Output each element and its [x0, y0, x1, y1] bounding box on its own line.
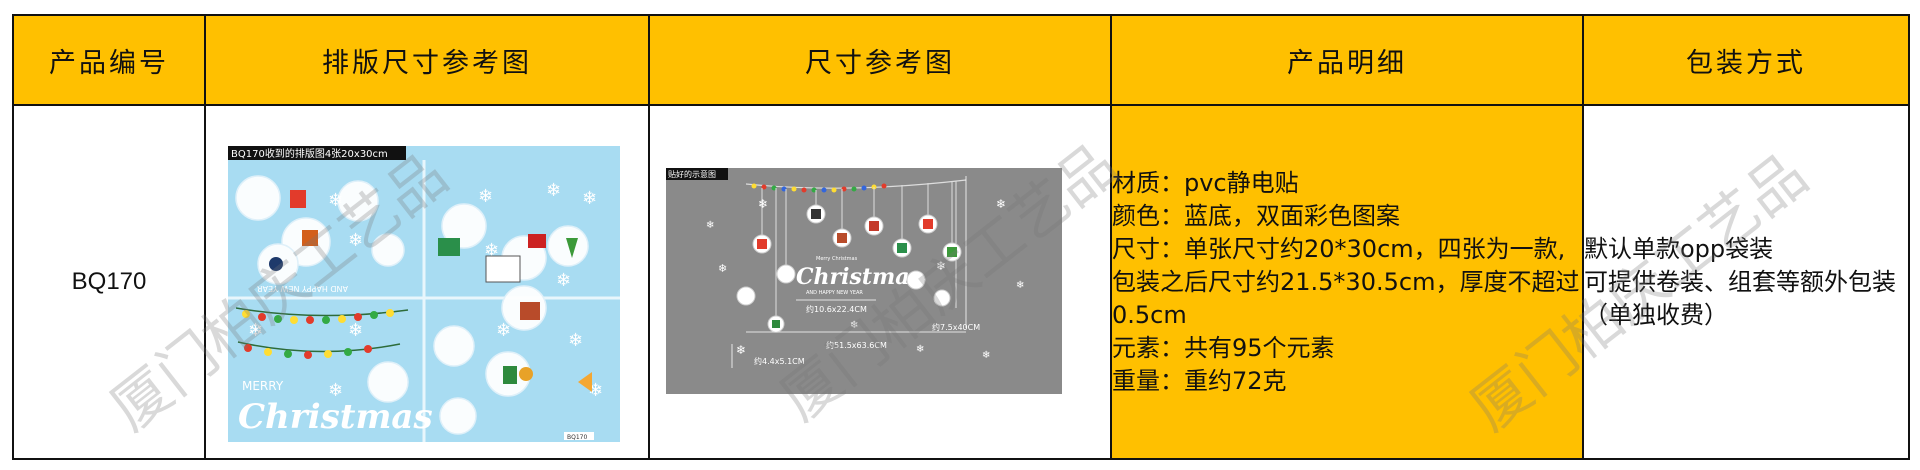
header-product-details: 产品明细 — [1110, 14, 1584, 106]
svg-text:❄: ❄ — [706, 220, 714, 231]
svg-text:❄: ❄ — [936, 259, 946, 273]
product-spec-sheet: 产品编号 排版尺寸参考图 尺寸参考图 产品明细 包装方式 BQ170 BQ170… — [12, 14, 1910, 460]
detail-weight: 重量：重约72克 — [1112, 366, 1287, 395]
layout-merry-text: MERRY — [242, 379, 284, 393]
svg-text:❄: ❄ — [982, 350, 990, 361]
size-image-cell: 贴好的示意图 — [648, 104, 1112, 460]
size-christmas-text: Christmas — [796, 264, 922, 290]
svg-text:❄: ❄ — [758, 197, 768, 211]
header-layout-image: 排版尺寸参考图 — [204, 14, 650, 106]
size-subtitle-text: AND HAPPY NEW YEAR — [806, 290, 863, 296]
svg-text:❄: ❄ — [496, 320, 511, 341]
detail-size: 尺寸：单张尺寸约20*30cm，四张为一款,包装之后尺寸约21.5*30.5cm… — [1112, 234, 1580, 329]
svg-text:❄: ❄ — [718, 262, 727, 275]
layout-caption: BQ170收到的排版图4张20x30cm — [231, 147, 388, 160]
header-size-image: 尺寸参考图 — [648, 14, 1112, 106]
detail-color: 颜色：蓝底，双面彩色图案 — [1112, 201, 1400, 230]
size-dim-3: 约51.5x63.6CM — [826, 340, 887, 350]
svg-text:❄: ❄ — [568, 330, 583, 351]
svg-text:❄: ❄ — [546, 180, 561, 201]
size-caption: 贴好的示意图 — [668, 169, 716, 179]
svg-text:❄: ❄ — [348, 320, 363, 341]
svg-text:❄: ❄ — [736, 343, 746, 357]
size-small-text: Merry Christmas — [816, 256, 858, 262]
header-product-code: 产品编号 — [12, 14, 206, 106]
header-row: 产品编号 排版尺寸参考图 尺寸参考图 产品明细 包装方式 — [12, 14, 1910, 106]
svg-text:❄: ❄ — [582, 188, 597, 209]
size-dim-4: 约4.4x5.1CM — [754, 356, 805, 366]
layout-tag-text: BQ170 — [567, 434, 587, 441]
layout-christmas-text: Christmas — [238, 397, 433, 437]
svg-text:❄: ❄ — [996, 197, 1006, 211]
packaging-options: 可提供卷装、组套等额外包装（单独收费） — [1584, 267, 1896, 329]
svg-text:❄: ❄ — [248, 320, 263, 341]
product-table: 产品编号 排版尺寸参考图 尺寸参考图 产品明细 包装方式 BQ170 BQ170… — [12, 14, 1910, 460]
svg-text:❄: ❄ — [1016, 280, 1024, 291]
svg-text:❄: ❄ — [478, 186, 493, 207]
svg-text:❄: ❄ — [328, 380, 343, 401]
size-dim-2: 约7.5x40CM — [932, 322, 980, 332]
detail-elements: 元素：共有95个元素 — [1112, 333, 1335, 362]
packaging-cell: 默认单款opp袋装 可提供卷装、组套等额外包装（单独收费） — [1582, 104, 1910, 460]
size-dim-1: 约10.6x22.4CM — [806, 304, 867, 314]
product-row: BQ170 BQ170收到的排版图4张20x30cm — [12, 104, 1910, 460]
detail-material: 材质：pvc静电贴 — [1112, 168, 1299, 197]
svg-text:❄: ❄ — [348, 230, 363, 251]
svg-text:❄: ❄ — [850, 320, 858, 331]
svg-text:❄: ❄ — [916, 344, 924, 355]
product-code: BQ170 — [12, 104, 206, 460]
svg-text:❄: ❄ — [328, 190, 343, 211]
layout-sheet-image: BQ170收到的排版图4张20x30cm ❄❄❄ ❄❄❄ — [228, 146, 620, 442]
header-packaging: 包装方式 — [1582, 14, 1910, 106]
size-reference-image: 贴好的示意图 — [666, 168, 1062, 394]
layout-banner-text: AND HAPPY NEW YEAR — [257, 284, 348, 293]
svg-text:❄: ❄ — [556, 270, 571, 291]
packaging-default: 默认单款opp袋装 — [1584, 234, 1774, 263]
product-details-cell: 材质：pvc静电贴 颜色：蓝底，双面彩色图案 尺寸：单张尺寸约20*30cm，四… — [1110, 104, 1584, 460]
layout-image-cell: BQ170收到的排版图4张20x30cm ❄❄❄ ❄❄❄ — [204, 104, 650, 460]
